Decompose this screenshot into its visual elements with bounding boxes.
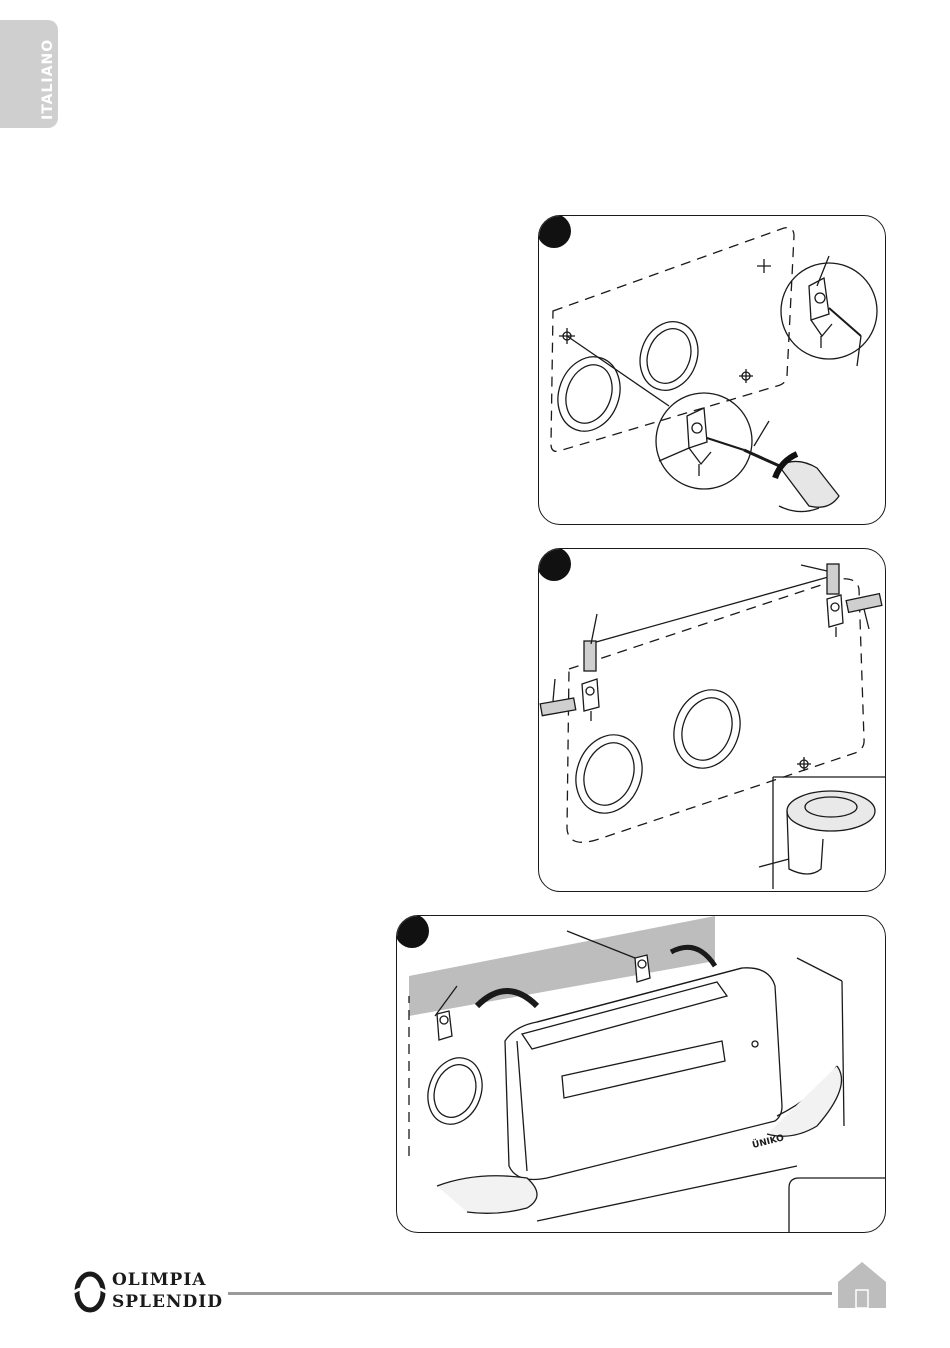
brand-logo-mark-icon	[72, 1270, 108, 1314]
home-icon[interactable]	[836, 1260, 888, 1310]
unit-brand-logo: ÜNIKO	[751, 1132, 785, 1151]
figure-2-adhesive-spacers	[538, 548, 886, 892]
illustration-hang-unit: ÜNIKO	[397, 916, 886, 1233]
illustration-bracket-fixing	[539, 216, 886, 525]
brand-line-2: SPLENDID	[112, 1292, 223, 1312]
brand-line-1: OLIMPIA	[112, 1270, 206, 1290]
footer-rule	[228, 1292, 832, 1295]
figure-1-bracket-fixing	[538, 215, 886, 525]
brand-logo: OLIMPIA SPLENDID	[72, 1270, 232, 1316]
language-tab[interactable]: ITALIANO	[0, 20, 58, 128]
illustration-adhesive-spacers	[539, 549, 886, 892]
language-tab-label: ITALIANO	[40, 39, 56, 120]
figure-3-hang-unit: ÜNIKO	[396, 915, 886, 1233]
